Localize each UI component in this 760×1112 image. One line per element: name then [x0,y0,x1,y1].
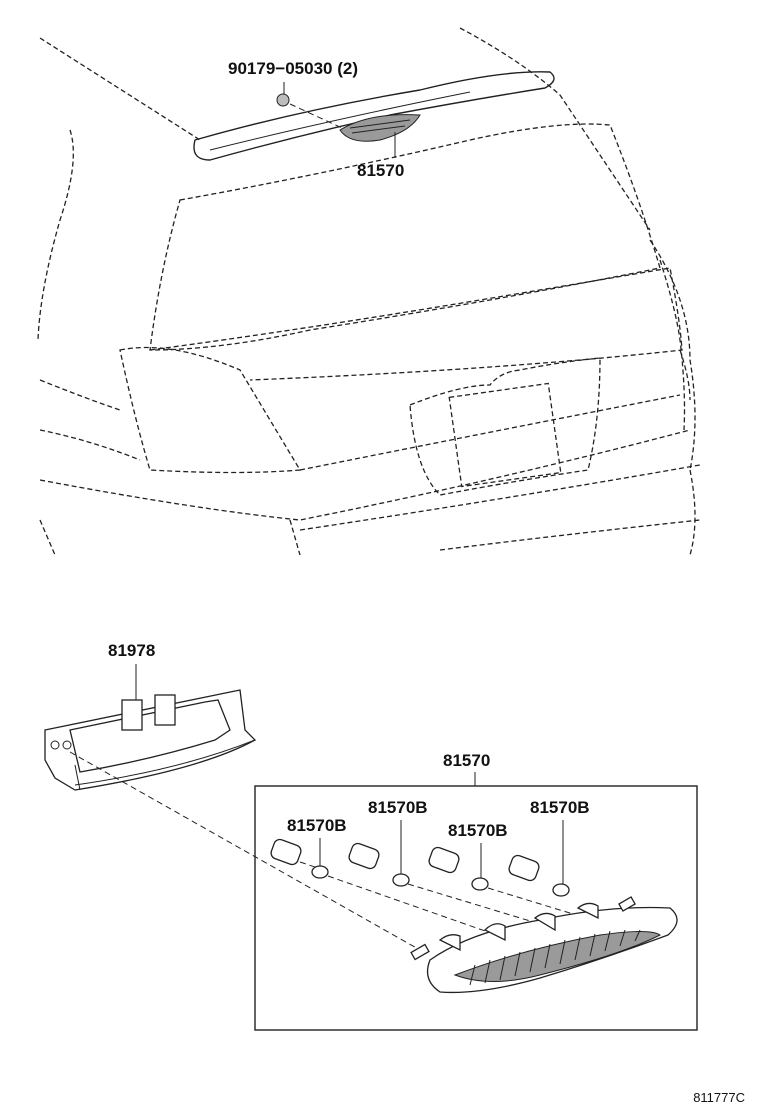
bulb-icon [311,865,570,897]
lamp-stud-left-icon [410,943,430,961]
label-bulb-4: 81570B [530,798,590,817]
label-lamp-assy: 81570 [443,751,490,770]
bracket-part [44,689,257,791]
vehicle-rear-outline [37,27,701,556]
label-bracket: 81978 [108,641,155,660]
label-bulb-3: 81570B [448,821,508,840]
bolt-icon [276,93,290,107]
label-bulb-2: 81570B [368,798,428,817]
lamp-body [410,896,678,994]
socket-icon [270,838,540,882]
lamp-on-vehicle [276,82,421,158]
label-bolt: 90179−05030 (2) [228,59,358,78]
label-bulb-1: 81570B [287,816,347,835]
bracket-dashline [69,751,421,951]
lamp-stud-right-icon [618,896,636,912]
diagram-ref-number: 811777C [693,1090,745,1105]
lamp-assy-box [254,785,698,1031]
label-lamp-top: 81570 [357,161,404,180]
